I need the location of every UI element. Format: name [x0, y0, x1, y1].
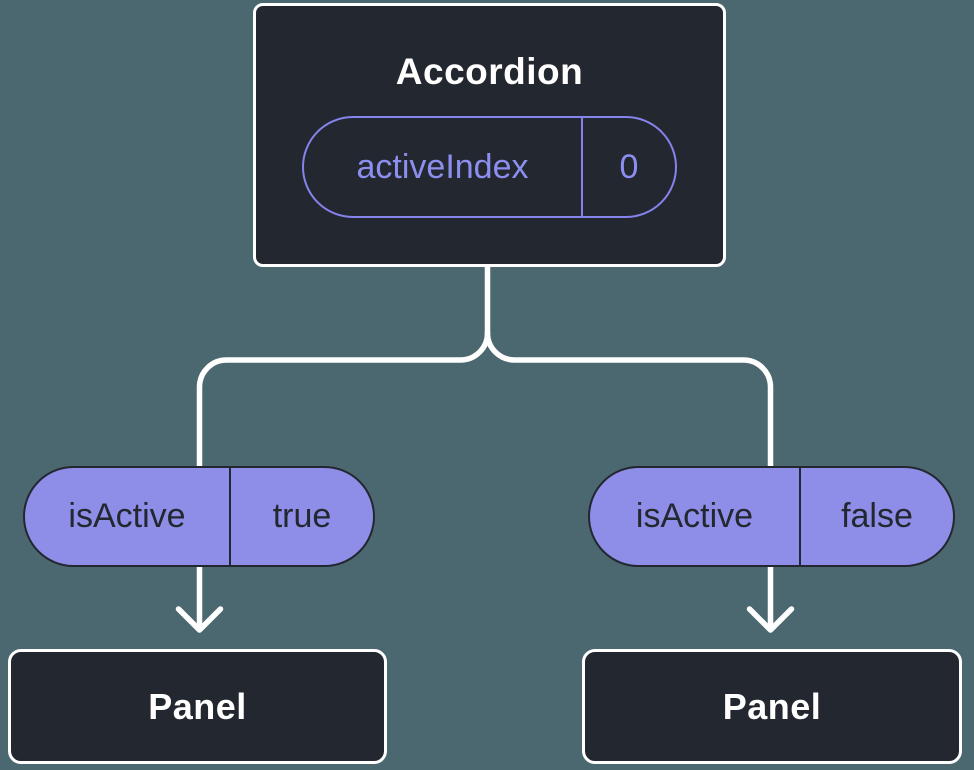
prop-pill-isactive-true: isActive true [23, 466, 375, 567]
panel-node-title: Panel [148, 685, 247, 727]
state-pill-activeindex: activeIndex 0 [302, 116, 677, 219]
prop-pill-name: isActive [590, 468, 801, 565]
arrow-down-icon [175, 606, 224, 633]
prop-pill-name: isActive [25, 468, 231, 565]
prop-pill-isactive-false: isActive false [588, 466, 955, 567]
arrow-down-icon [746, 606, 795, 633]
prop-pill-value: false [841, 497, 913, 535]
connector-branch-left [196, 330, 491, 631]
connector-branch-right [484, 330, 774, 631]
panel-node-right: Panel [582, 649, 962, 764]
state-pill-value: 0 [619, 147, 639, 186]
accordion-node-title: Accordion [395, 50, 584, 92]
panel-node-left: Panel [8, 649, 387, 764]
accordion-node: Accordion activeIndex 0 [253, 3, 726, 267]
panel-node-title: Panel [722, 685, 822, 727]
state-pill-name: activeIndex [304, 118, 583, 217]
prop-pill-value: true [272, 497, 332, 535]
